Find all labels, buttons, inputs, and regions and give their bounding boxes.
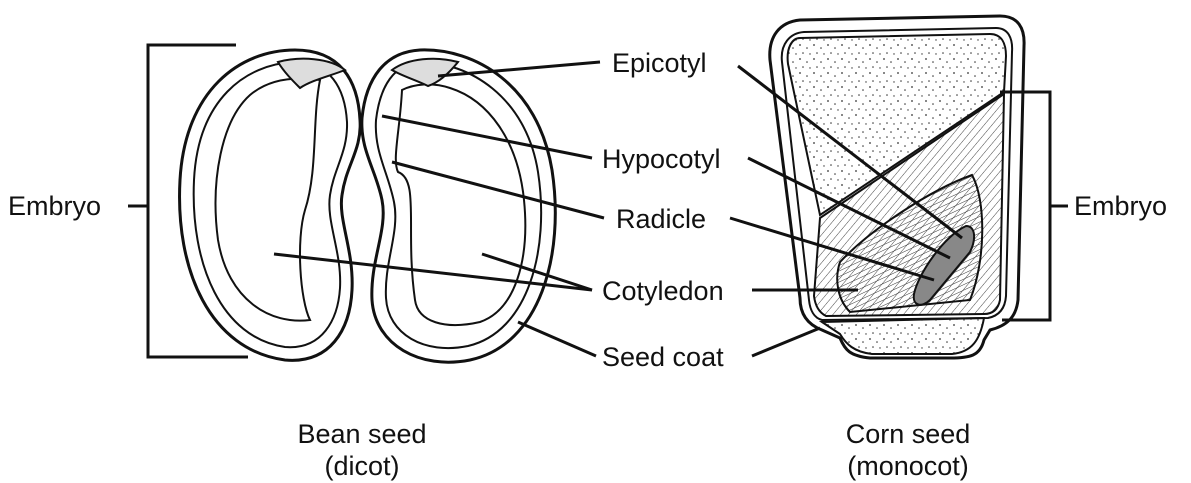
caption-corn: Corn seed (monocot) xyxy=(808,418,1008,483)
bean-left-half-inner xyxy=(194,62,347,347)
label-radicle: Radicle xyxy=(616,206,706,233)
caption-corn-name: Corn seed xyxy=(808,418,1008,450)
label-epicotyl: Epicotyl xyxy=(612,50,707,77)
caption-bean-type: (dicot) xyxy=(262,450,462,482)
label-hypocotyl: Hypocotyl xyxy=(602,146,721,173)
bean-left-embryo-axis xyxy=(216,79,320,321)
caption-corn-type: (monocot) xyxy=(808,450,1008,482)
bean-seed xyxy=(180,50,556,362)
caption-bean-name: Bean seed xyxy=(262,418,462,450)
bean-right-embryo-axis xyxy=(396,84,525,325)
bean-left-plumule xyxy=(278,59,345,88)
label-seed-coat: Seed coat xyxy=(602,344,724,371)
label-embryo-right: Embryo xyxy=(1074,193,1167,220)
embryo-bracket-left xyxy=(128,45,248,357)
caption-bean: Bean seed (dicot) xyxy=(262,418,462,483)
label-embryo-left: Embryo xyxy=(8,193,101,220)
bean-right-plumule xyxy=(392,59,458,86)
label-cotyledon: Cotyledon xyxy=(602,278,724,305)
